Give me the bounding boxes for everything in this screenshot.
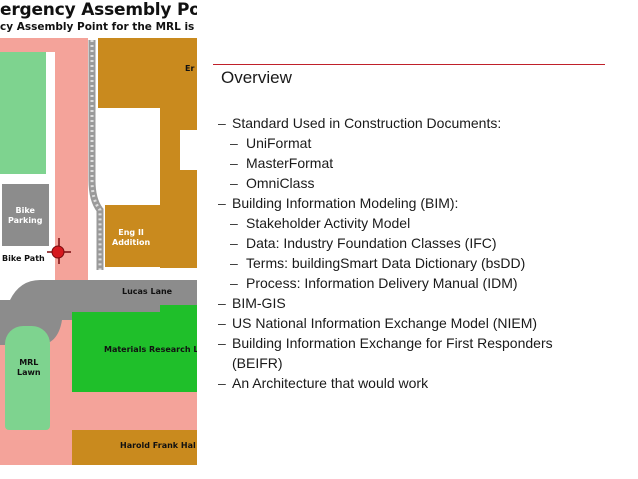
lucas-lane-label: Lucas Lane (122, 287, 173, 296)
bullet-dash-icon: – (218, 335, 226, 351)
bullet-text: BIM-GIS (232, 295, 286, 311)
bullet-item: –Building Information Exchange for First… (218, 333, 598, 373)
bullet-text: OmniClass (246, 175, 315, 191)
bullet-item: –OmniClass (218, 173, 598, 193)
campus-map: ergency Assembly Point for th cy Assembl… (0, 0, 197, 465)
bullet-text: Process: Information Delivery Manual (ID… (246, 275, 518, 291)
bullet-item: –US National Information Exchange Model … (218, 313, 598, 333)
bullet-dash-icon: – (218, 195, 226, 211)
harold-frank-hall-label: Harold Frank Hal (120, 441, 196, 450)
path-top-left (0, 38, 55, 52)
bullet-item: –BIM-GIS (218, 293, 598, 313)
bullet-list: –Standard Used in Construction Documents… (218, 113, 598, 393)
eng-ii-addition-label: Eng II Addition (112, 228, 151, 247)
bike-parking-label: Bike Parking (8, 206, 43, 225)
bullet-text: UniFormat (246, 135, 312, 151)
materials-research-label: Materials Research L (104, 345, 197, 354)
bullet-text: Building Information Exchange for First … (232, 335, 553, 371)
bullet-text: An Architecture that would work (232, 375, 429, 391)
bullet-dash-icon: – (218, 315, 226, 331)
bullet-text: Data: Industry Foundation Classes (IFC) (246, 235, 497, 251)
title-rule (213, 64, 605, 65)
bullet-item: –UniFormat (218, 133, 598, 153)
map-title-line-2: cy Assembly Point for the MRL is marked … (0, 21, 197, 33)
mrl-lawn-block (5, 326, 50, 430)
mrl-lawn-label: MRL Lawn (17, 358, 41, 377)
lawn-top-left (0, 52, 46, 174)
bullet-item: –Data: Industry Foundation Classes (IFC) (218, 233, 598, 253)
bike-path-label: Bike Path (2, 254, 45, 263)
bullet-dash-icon: – (230, 235, 238, 251)
bike-path-line (88, 40, 104, 270)
bullet-text: Building Information Modeling (BIM): (232, 195, 459, 211)
harold-frank-hall-block (72, 430, 197, 465)
map-title-line-1: ergency Assembly Point for th (0, 0, 197, 20)
engineering-top-label: Er (185, 64, 195, 73)
bullet-item: –MasterFormat (218, 153, 598, 173)
bullet-dash-icon: – (230, 215, 238, 231)
bullet-dash-icon: – (230, 155, 238, 171)
slide-title: Overview (221, 68, 292, 87)
bullet-item: –An Architecture that would work (218, 373, 598, 393)
materials-research-lab-block (72, 312, 197, 392)
bullet-text: Stakeholder Activity Model (246, 215, 411, 231)
bullet-item: –Terms: buildingSmart Data Dictionary (b… (218, 253, 598, 273)
bullet-text: MasterFormat (246, 155, 334, 171)
bullet-dash-icon: – (230, 135, 238, 151)
assembly-point-marker (47, 238, 71, 264)
bullet-text: US National Information Exchange Model (… (232, 315, 538, 331)
eng-ii-addition-block (105, 205, 160, 267)
materials-research-lab-annex (160, 305, 197, 317)
bullet-dash-icon: – (230, 275, 238, 291)
bike-parking-block (2, 184, 49, 246)
bullet-dash-icon: – (218, 115, 226, 131)
bullet-dash-icon: – (230, 175, 238, 191)
bullet-item: –Process: Information Delivery Manual (I… (218, 273, 598, 293)
bullet-item: –Standard Used in Construction Documents… (218, 113, 598, 133)
bullet-item: –Stakeholder Activity Model (218, 213, 598, 233)
bullet-text: Terms: buildingSmart Data Dictionary (bs… (246, 255, 526, 271)
engineering-building-top (98, 38, 197, 108)
bullet-dash-icon: – (218, 295, 226, 311)
bullet-dash-icon: – (230, 255, 238, 271)
bullet-dash-icon: – (218, 375, 226, 391)
bullet-item: –Building Information Modeling (BIM): (218, 193, 598, 213)
bullet-text: Standard Used in Construction Documents: (232, 115, 502, 131)
engineering-building-notch (180, 130, 197, 170)
map-title: ergency Assembly Point for th cy Assembl… (0, 0, 197, 38)
